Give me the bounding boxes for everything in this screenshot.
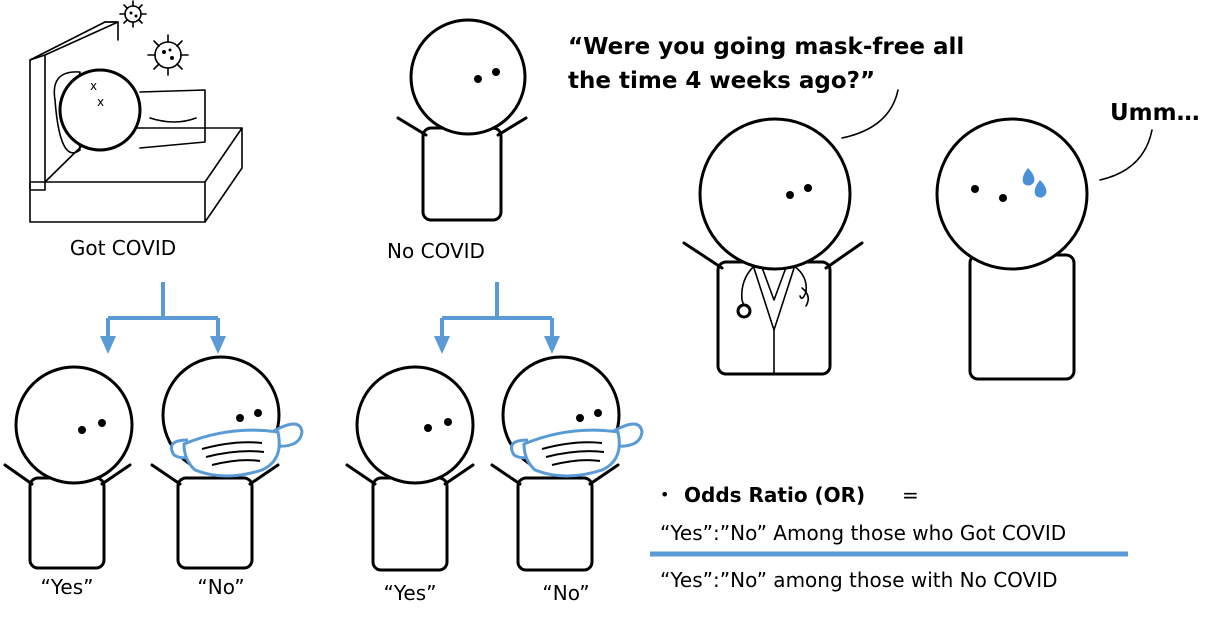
no-label: “No” (542, 581, 589, 605)
healthy-person (396, 18, 528, 222)
sweat-drop-icon (1022, 168, 1047, 198)
face-mask-icon (510, 422, 644, 478)
stethoscope-icon (736, 265, 810, 319)
odds-ratio-term: Odds Ratio (OR) (684, 483, 865, 507)
odds-ratio-formula: • Odds Ratio (OR) = “Yes”:”No” Among tho… (650, 483, 1128, 592)
sick-eye-x: x (90, 79, 97, 93)
person-yes-got-covid (3, 365, 134, 570)
formula-numerator: “Yes”:”No” Among those who Got COVID (660, 521, 1066, 545)
sick-person-head (58, 68, 142, 152)
sick-person: x x (58, 68, 142, 152)
sick-eye-x: x (97, 95, 104, 109)
got-covid-label: Got COVID (70, 236, 176, 260)
person-yes-no-covid (345, 365, 475, 572)
doctor-question-line2: the time 4 weeks ago?” (568, 68, 875, 94)
yes-label: “Yes” (40, 575, 93, 599)
person-no-no-covid (490, 355, 644, 572)
bullet: • (660, 485, 669, 504)
virus-icon (119, 0, 147, 28)
branch-arrow-got-covid (100, 282, 226, 354)
doctor (682, 89, 899, 376)
patient-reply: Umm… (1110, 100, 1200, 126)
virus-icon (147, 34, 189, 76)
no-covid-label: No COVID (387, 239, 485, 263)
yes-label: “Yes” (383, 581, 436, 605)
equals-sign: = (902, 483, 919, 507)
patient (935, 117, 1153, 381)
person-no-got-covid (150, 355, 304, 570)
no-label: “No” (197, 575, 244, 599)
doctor-question-line1: “Were you going mask-free all (568, 34, 964, 60)
formula-denominator: “Yes”:”No” among those with No COVID (660, 568, 1058, 592)
face-mask-icon (170, 422, 304, 478)
branch-arrow-no-covid (434, 282, 560, 354)
